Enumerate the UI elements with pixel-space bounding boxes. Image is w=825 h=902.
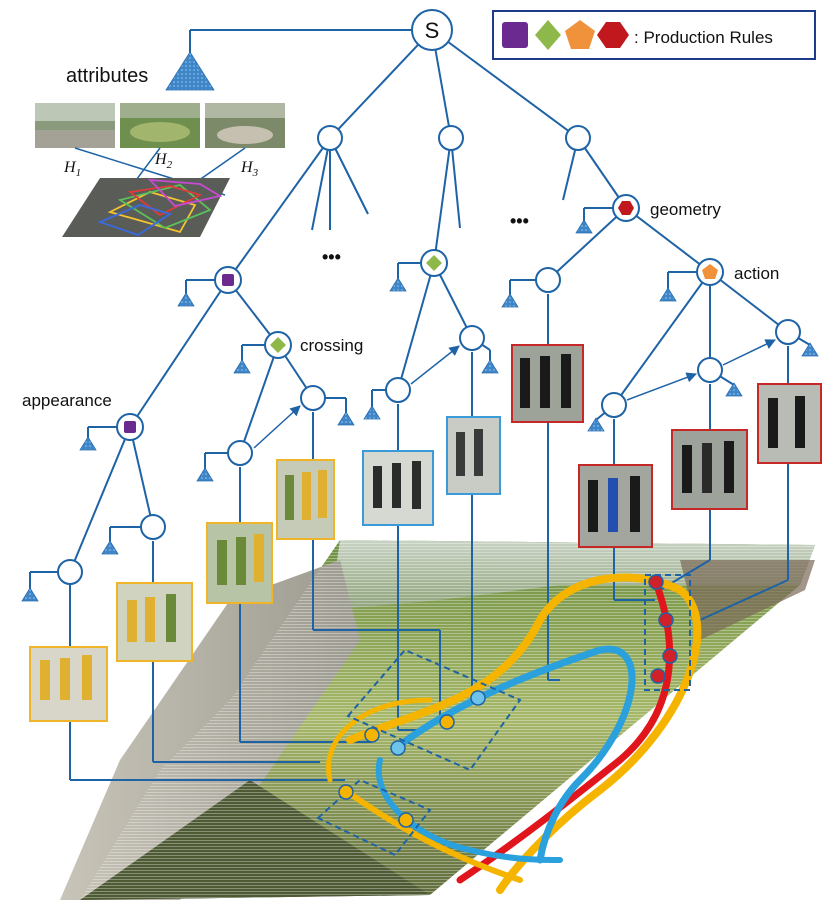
geometry-rule-icon xyxy=(618,201,634,215)
appearance-rule-legend-icon xyxy=(502,22,528,48)
triangle-icon xyxy=(177,292,195,307)
triangle-icon xyxy=(801,342,819,357)
ellipsis-left: ••• xyxy=(322,247,341,267)
triangle-icon xyxy=(101,540,119,555)
triangle-icon xyxy=(196,467,214,482)
attribute-triangles xyxy=(21,51,819,602)
svg-text:H1: H1 xyxy=(63,159,81,179)
attributes-label: attributes xyxy=(66,65,148,87)
frame-yellow-1 xyxy=(29,646,108,722)
triangle-icon xyxy=(389,277,407,292)
tree-node xyxy=(317,125,343,151)
frame-blue-2 xyxy=(446,416,501,495)
tree-node xyxy=(300,385,326,411)
frame-yellow-2 xyxy=(116,582,193,662)
tree-node xyxy=(775,319,801,345)
geometry-label: geometry xyxy=(650,200,721,219)
action-rule-legend-icon xyxy=(565,20,595,49)
triangle-icon xyxy=(337,411,355,426)
triangle-icon xyxy=(233,359,251,374)
svg-text:H3: H3 xyxy=(240,159,259,179)
triangle-icon xyxy=(587,417,605,432)
triangle-icon xyxy=(79,436,97,451)
tree-node xyxy=(535,267,561,293)
tree-node xyxy=(438,125,464,151)
crossing-rule-icon xyxy=(426,255,442,271)
geometry-rule-legend-icon xyxy=(597,22,629,48)
rule-glyphs xyxy=(124,201,718,433)
node-root xyxy=(411,9,453,51)
track-blue xyxy=(396,645,636,864)
track-dots xyxy=(338,574,678,828)
track-yellow-2 xyxy=(342,787,523,883)
appearance-rule-icon xyxy=(124,421,136,433)
legend: : Production Rules xyxy=(492,10,816,60)
tree-node xyxy=(697,357,723,383)
frame-yellow-4 xyxy=(276,459,335,540)
ellipsis-right: ••• xyxy=(510,211,529,231)
frame-red-3 xyxy=(671,429,748,510)
image-frames xyxy=(29,344,822,722)
triangle-icon xyxy=(725,382,743,397)
frame-red-2 xyxy=(578,464,653,548)
frame-red-1 xyxy=(511,344,584,423)
action-label: action xyxy=(734,264,779,283)
tree-nodes xyxy=(57,9,801,585)
tree-node xyxy=(459,325,485,351)
tree-node xyxy=(565,125,591,151)
legend-label: : Production Rules xyxy=(634,28,773,47)
frame-red-4 xyxy=(757,383,822,464)
tree-node xyxy=(227,440,253,466)
root-label: S xyxy=(425,18,440,43)
triangle-icon xyxy=(659,287,677,302)
tree-node xyxy=(385,377,411,403)
triangle-icon xyxy=(501,293,519,308)
triangle-icon xyxy=(21,587,39,602)
interaction-boxes xyxy=(316,574,691,857)
frame-yellow-3 xyxy=(206,522,273,604)
tree-node xyxy=(140,514,166,540)
track-blue-2 xyxy=(375,757,563,863)
crossing-rule-legend-icon xyxy=(535,20,561,50)
crossing-label: crossing xyxy=(300,336,363,355)
attributes-triangle-icon xyxy=(165,51,215,91)
triangle-icon xyxy=(481,359,499,374)
labels: S attributes geometry action crossing ap… xyxy=(22,18,779,410)
frame-blue-1 xyxy=(362,450,434,526)
tree-node xyxy=(57,559,83,585)
appearance-label: appearance xyxy=(22,391,112,410)
track-yellow-3 xyxy=(326,697,433,783)
action-rule-icon xyxy=(702,264,718,279)
crossing-rule-icon xyxy=(270,337,286,353)
tree-node xyxy=(601,392,627,418)
attribute-views: H1 H2 H3 xyxy=(35,103,285,237)
temporal-arrows xyxy=(253,339,776,449)
triangle-icon xyxy=(575,219,593,234)
appearance-rule-icon xyxy=(222,274,234,286)
triangle-icon xyxy=(363,405,381,420)
svg-text:H2: H2 xyxy=(154,151,173,171)
